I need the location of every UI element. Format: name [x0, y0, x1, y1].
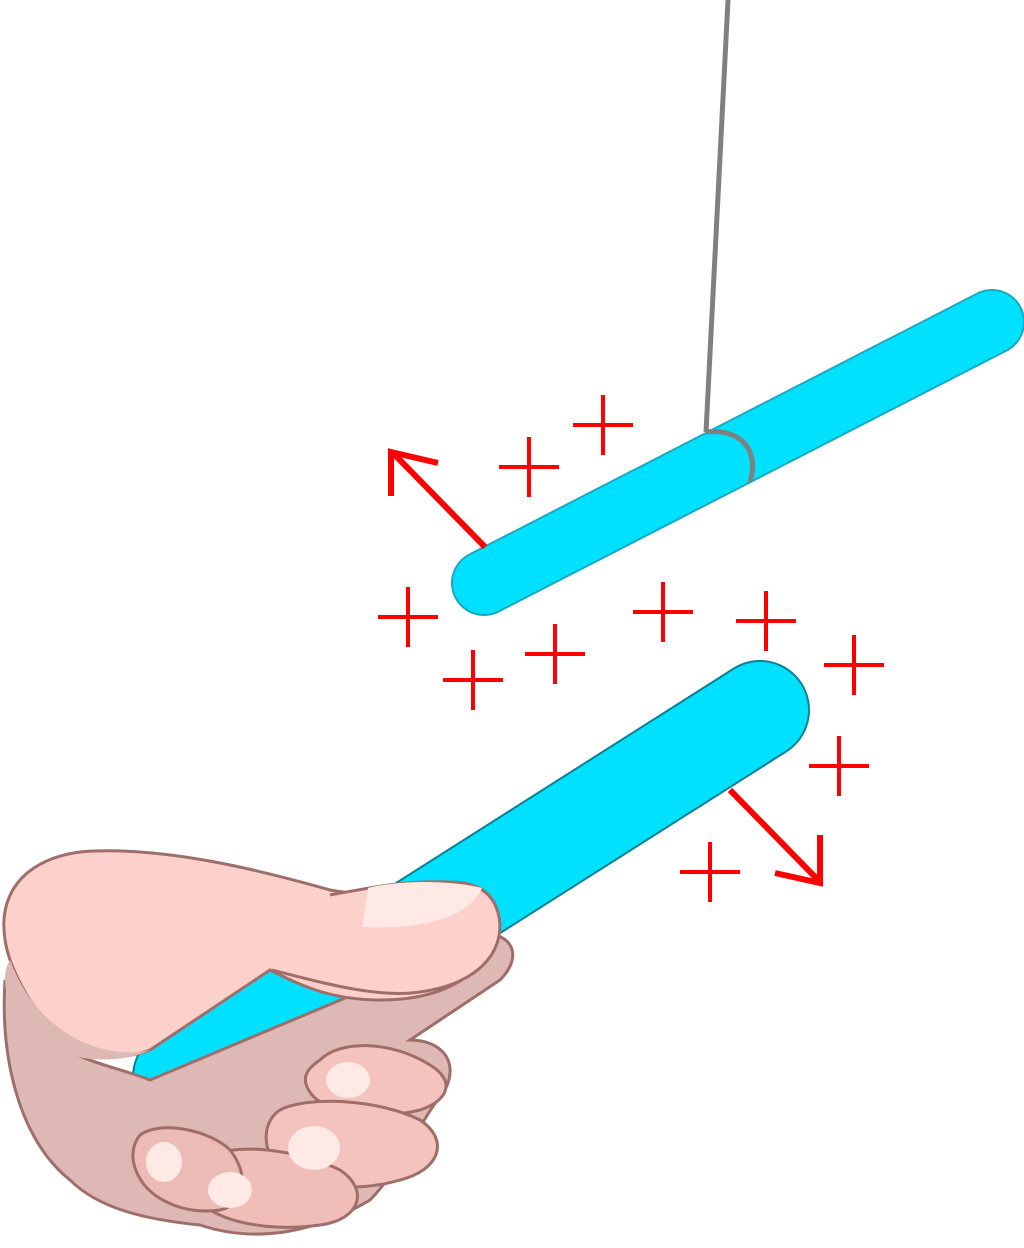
plus-charge-icon [736, 591, 796, 651]
plus-charge-icon [680, 842, 740, 902]
plus-charge-icon [378, 587, 438, 647]
arrow-icon [392, 452, 488, 550]
plus-charge-icon [633, 582, 693, 642]
fingernail-icon [146, 1142, 182, 1182]
plus-charge-icon [824, 635, 884, 695]
fingernail-icon [208, 1172, 252, 1208]
arrow-head-icon [388, 448, 439, 496]
plus-charge-icon [573, 395, 633, 455]
charge-group [378, 395, 884, 902]
string-icon [703, 0, 731, 433]
fingernail-icon [288, 1126, 340, 1170]
plus-charge-icon [809, 736, 869, 796]
plus-charge-icon [525, 624, 585, 684]
arrow-icon [727, 787, 821, 883]
plus-charge-icon [443, 650, 503, 710]
hanging-rod-icon [451, 289, 1024, 616]
string-loop-icon [705, 429, 756, 483]
thumbnail-icon [362, 882, 482, 928]
arrow-head-icon [774, 835, 823, 887]
thumb-icon [5, 960, 150, 1060]
plus-charge-icon [499, 437, 559, 497]
nails [146, 882, 482, 1208]
fingernail-icon [326, 1062, 370, 1098]
finger-1-icon [303, 1044, 448, 1117]
